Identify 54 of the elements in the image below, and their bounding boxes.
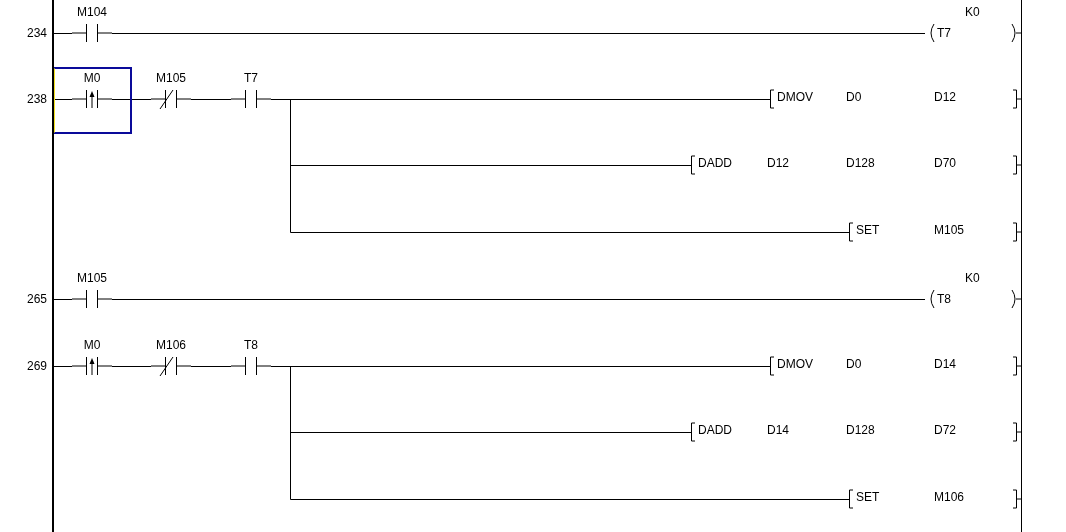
- ladder-wire: [53, 366, 73, 367]
- contact: [151, 70, 191, 112]
- device-address: M104: [77, 4, 107, 20]
- step-number: 234: [26, 25, 47, 41]
- step-number: 269: [26, 358, 47, 374]
- step-number: 238: [26, 91, 47, 107]
- coil-address: T7: [937, 25, 951, 41]
- instruction-block: [691, 152, 1021, 178]
- ladder-wire: [270, 99, 850, 233]
- operand: D14: [767, 422, 789, 438]
- ladder-wire: [53, 299, 73, 300]
- device-address: M105: [77, 270, 107, 286]
- instruction-block: [770, 353, 1021, 379]
- operand: D128: [846, 422, 875, 438]
- instruction-mnemonic: DMOV: [777, 89, 813, 105]
- ladder-wire: [111, 299, 926, 300]
- ladder-wire: [190, 99, 232, 100]
- instruction-block: [849, 486, 1021, 512]
- device-address: M0: [83, 337, 101, 353]
- ladder-wire: [111, 99, 152, 100]
- instruction-block: [770, 86, 1021, 112]
- instruction-mnemonic: SET: [856, 222, 880, 238]
- ladder-wire: [111, 33, 926, 34]
- instruction-mnemonic: SET: [856, 489, 880, 505]
- device-address: T7: [244, 70, 258, 86]
- instruction-mnemonic: DMOV: [777, 356, 813, 372]
- instruction-block: [691, 419, 1021, 445]
- operand: D14: [934, 356, 956, 372]
- instruction-mnemonic: DADD: [698, 155, 732, 171]
- operand: D128: [846, 155, 875, 171]
- instruction-mnemonic: DADD: [698, 422, 732, 438]
- operand: D70: [934, 155, 956, 171]
- ladder-wire: [190, 366, 232, 367]
- instruction-block: [849, 219, 1021, 245]
- coil-address: T8: [937, 291, 951, 307]
- device-address: M105: [156, 70, 186, 86]
- operand: D12: [934, 89, 956, 105]
- step-number: 265: [26, 291, 47, 307]
- operand: D0: [846, 89, 862, 105]
- operand: D72: [934, 422, 956, 438]
- ladder-wire: [270, 366, 850, 500]
- operand: M105: [934, 222, 965, 238]
- device-address: M0: [83, 70, 101, 86]
- contact: [151, 337, 191, 379]
- operand: M106: [934, 489, 965, 505]
- ladder-wire: [53, 33, 73, 34]
- ladder-wire: [53, 99, 73, 100]
- operand: D0: [846, 356, 862, 372]
- device-address: T8: [244, 337, 258, 353]
- timer-setting: K0: [965, 270, 980, 286]
- device-address: M106: [156, 337, 186, 353]
- timer-setting: K0: [965, 4, 980, 20]
- operand: D12: [767, 155, 789, 171]
- ladder-wire: [111, 366, 152, 367]
